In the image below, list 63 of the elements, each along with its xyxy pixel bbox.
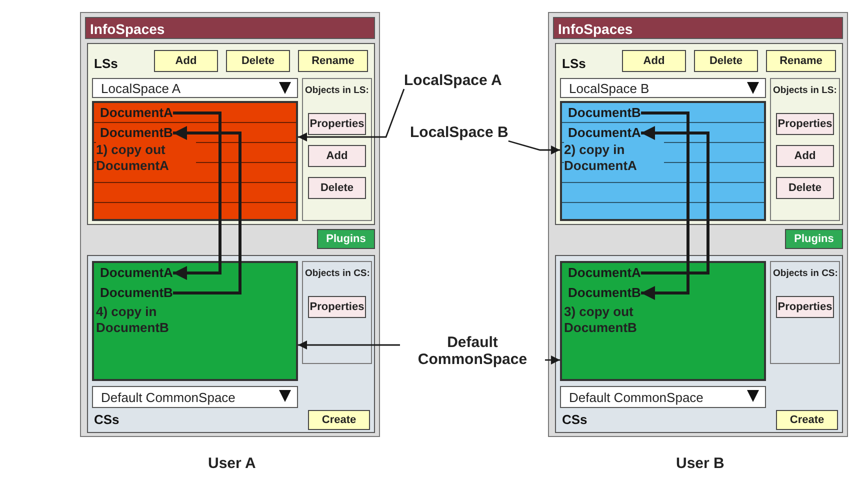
user-label: User B	[676, 455, 724, 472]
callout-text: LocalSpace B	[410, 124, 508, 141]
add-button: Add	[154, 50, 218, 72]
objects-panel	[302, 261, 372, 364]
panel	[555, 255, 843, 433]
arrow	[641, 112, 690, 300]
properties-button: Properties	[308, 113, 366, 135]
dropdown: Default CommonSpace	[92, 386, 298, 408]
properties-button: Properties	[308, 296, 366, 318]
panel-heading: Objects in LS:	[773, 85, 837, 96]
arrow	[173, 126, 242, 294]
list-item: DocumentB	[100, 284, 173, 302]
leader-line	[298, 88, 405, 142]
rename-button: Rename	[766, 50, 836, 72]
title-bar: InfoSpaces	[553, 17, 843, 39]
user-label: User A	[208, 455, 256, 472]
plugins-button: Plugins	[785, 229, 843, 249]
panel	[555, 43, 843, 225]
callout-text: Default CommonSpace	[400, 334, 545, 368]
dropdown: LocalSpace B	[560, 78, 766, 98]
list-item: DocumentA	[568, 264, 641, 282]
properties-button: Properties	[776, 113, 834, 135]
delete-button: Delete	[776, 177, 834, 199]
panel	[87, 43, 375, 225]
leader-line	[508, 140, 560, 154]
leader-line	[298, 340, 400, 350]
panel-heading: Objects in LS:	[305, 85, 369, 96]
list-item: DocumentA	[100, 104, 173, 122]
list-item: DocumentB	[568, 104, 641, 122]
callout-text: LocalSpace A	[404, 72, 502, 89]
panel	[87, 255, 375, 433]
list-item: DocumentA	[568, 124, 641, 142]
objects-panel	[770, 78, 840, 221]
leader-line	[545, 356, 560, 364]
app-window	[548, 12, 848, 437]
delete-button: Delete	[694, 50, 758, 72]
add-button: Add	[308, 145, 366, 167]
list-item: DocumentB	[568, 284, 641, 302]
arrow	[641, 126, 710, 274]
plugins-button: Plugins	[317, 229, 375, 249]
dropdown: Default CommonSpace	[560, 386, 766, 408]
section-label: CSs	[94, 412, 120, 427]
create-button: Create	[308, 410, 370, 430]
panel-heading: Objects in CS:	[773, 268, 838, 279]
arrow	[173, 112, 222, 280]
app-window	[80, 12, 380, 437]
section-label: LSs	[562, 56, 586, 71]
add-button: Add	[622, 50, 686, 72]
delete-button: Delete	[308, 177, 366, 199]
list-item: DocumentA	[100, 264, 173, 282]
create-button: Create	[776, 410, 838, 430]
panel-heading: Objects in CS:	[305, 268, 370, 279]
dropdown: LocalSpace A	[92, 78, 298, 98]
title-bar: InfoSpaces	[85, 17, 375, 39]
delete-button: Delete	[226, 50, 290, 72]
properties-button: Properties	[776, 296, 834, 318]
section-label: CSs	[562, 412, 588, 427]
section-label: LSs	[94, 56, 118, 71]
list-item: DocumentB	[100, 124, 173, 142]
add-button: Add	[776, 145, 834, 167]
objects-panel	[770, 261, 840, 364]
objects-panel	[302, 78, 372, 221]
rename-button: Rename	[298, 50, 368, 72]
